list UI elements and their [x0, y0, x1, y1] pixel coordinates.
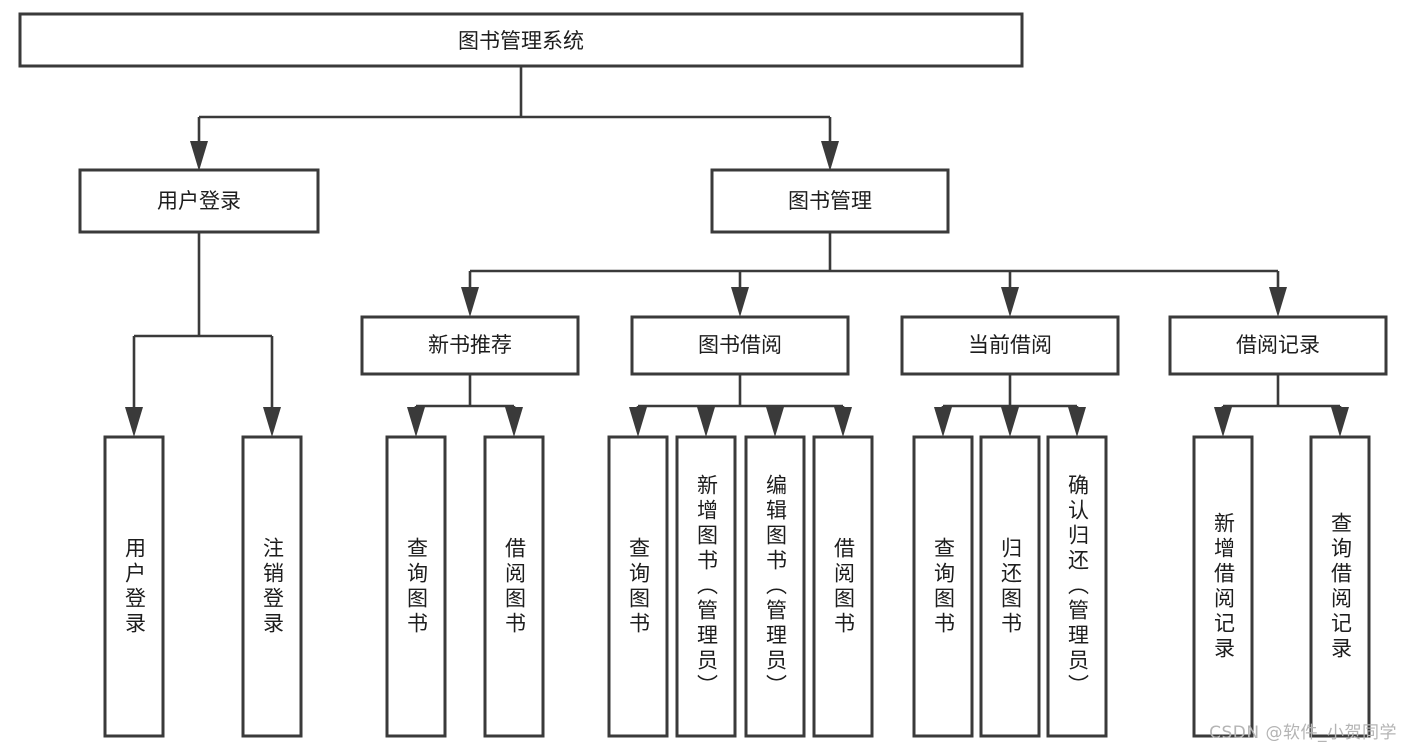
leaf-box-new-book-2[interactable]: [483, 435, 545, 738]
connector-group-new-book: [407, 374, 523, 437]
arrow-bookborrow-3: [766, 407, 784, 437]
node-borrow-record[interactable]: 借阅记录: [1168, 315, 1388, 376]
leaf-box-user-login-1[interactable]: [103, 435, 165, 738]
leaf-box-new-book-1[interactable]: [385, 435, 447, 738]
connector-group-root: [190, 66, 839, 171]
arrow-root-to-user: [190, 141, 208, 171]
arrow-currentborrow-2: [1001, 407, 1019, 437]
arrow-bookborrow-2: [697, 407, 715, 437]
leaf-box-book-borrow-1[interactable]: [607, 435, 669, 738]
leaf-box-current-borrow-1[interactable]: [912, 435, 974, 738]
leaf-box-book-borrow-4[interactable]: [812, 435, 874, 738]
node-borrow-record-label: 借阅记录: [1236, 333, 1320, 357]
connector-group-book-borrow: [629, 374, 852, 437]
leaf-box-borrow-record-2[interactable]: [1309, 435, 1371, 738]
node-book-borrow[interactable]: 图书借阅: [630, 315, 850, 376]
node-book-management[interactable]: 图书管理: [710, 168, 950, 234]
leaf-box-book-borrow-2[interactable]: [675, 435, 737, 738]
arrow-borrowrecord-2: [1331, 407, 1349, 437]
leaf-box-borrow-record-1[interactable]: [1192, 435, 1254, 738]
arrow-bookmgmt-4: [1269, 287, 1287, 317]
arrow-bookmgmt-2: [731, 287, 749, 317]
node-root-box[interactable]: [18, 12, 1024, 68]
node-new-book-recommend-label: 新书推荐: [428, 333, 512, 357]
node-current-borrow-box[interactable]: [900, 315, 1120, 376]
node-root[interactable]: 图书管理系统: [18, 12, 1024, 68]
node-book-management-label: 图书管理: [788, 189, 872, 213]
arrow-currentborrow-1: [934, 407, 952, 437]
node-borrow-record-box[interactable]: [1168, 315, 1388, 376]
connector-group-borrow-record: [1214, 374, 1349, 437]
node-root-label: 图书管理系统: [458, 29, 584, 53]
arrow-bookborrow-1: [629, 407, 647, 437]
leaf-box-user-login-2[interactable]: [241, 435, 303, 738]
arrow-currentborrow-3: [1068, 407, 1086, 437]
node-book-borrow-box[interactable]: [630, 315, 850, 376]
node-book-borrow-label: 图书借阅: [698, 333, 782, 357]
node-user-login[interactable]: 用户登录: [78, 168, 320, 234]
node-user-login-box[interactable]: [78, 168, 320, 234]
arrow-root-to-bookmgmt: [821, 141, 839, 171]
leaf-box-current-borrow-2[interactable]: [979, 435, 1041, 738]
node-current-borrow-label: 当前借阅: [968, 333, 1052, 357]
arrow-borrowrecord-1: [1214, 407, 1232, 437]
node-new-book-recommend[interactable]: 新书推荐: [360, 315, 580, 376]
arrow-bookmgmt-3: [1001, 287, 1019, 317]
watermark: CSDN @软件_小贺同学: [1209, 723, 1397, 743]
connector-group-current-borrow: [934, 374, 1086, 437]
connector-group-book-mgmt: [461, 232, 1287, 317]
leaf-box-current-borrow-3[interactable]: [1046, 435, 1108, 738]
arrow-bookmgmt-1: [461, 287, 479, 317]
leaf-box-book-borrow-3[interactable]: [744, 435, 806, 738]
arrow-bookborrow-4: [834, 407, 852, 437]
node-book-management-box[interactable]: [710, 168, 950, 234]
arrow-user-leaf-1: [125, 407, 143, 437]
arrow-newbook-1: [407, 407, 425, 437]
node-user-login-label: 用户登录: [157, 189, 241, 213]
node-new-book-recommend-box[interactable]: [360, 315, 580, 376]
arrow-newbook-2: [505, 407, 523, 437]
node-current-borrow[interactable]: 当前借阅: [900, 315, 1120, 376]
arrow-user-leaf-2: [263, 407, 281, 437]
connector-group-user-login: [125, 232, 281, 437]
